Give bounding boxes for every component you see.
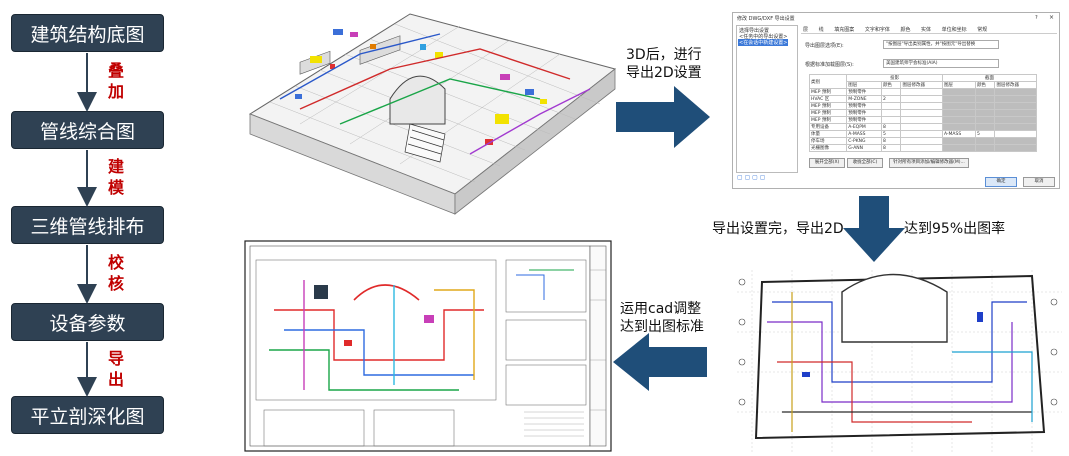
export-settings-dialog: 修改 DWG/DXF 导出设置 ? × 选择导出设置 <任务中的导出设置> <在…: [732, 12, 1060, 189]
collapse-all-button[interactable]: 收拢全部(C): [847, 158, 883, 168]
connector-label-check: 校核: [107, 253, 124, 293]
arrow-left: [613, 333, 707, 391]
table-row[interactable]: MEP 预制预制零件: [808, 102, 1037, 110]
2d-export-drawing: [732, 262, 1066, 456]
workflow-connectors: [77, 53, 97, 397]
step-building-base: 建筑结构底图: [11, 14, 164, 52]
connector-label-overlay: 叠加: [107, 61, 124, 101]
tab-line[interactable]: 线: [818, 27, 824, 33]
caption-cad-adjust: 运用cad调整 达到出图标准: [620, 301, 704, 335]
3d-model-image: [240, 4, 618, 216]
field-standard-select[interactable]: 美国建筑师学会标准(AIA): [883, 59, 999, 68]
field-layer-options-select[interactable]: "按图层"导出类别属性，并"按图元"导出替换: [883, 40, 999, 49]
col-cut-layer: 图层: [941, 81, 976, 89]
step-detail-drawings: 平立剖深化图: [11, 396, 164, 434]
field-standard-label: 根据标准加载图层(S):: [805, 62, 854, 68]
table-row[interactable]: MEP 预制预制零件: [808, 116, 1037, 124]
caption-after-3d: 3D后，进行 导出2D设置: [626, 47, 702, 81]
step-3d-pipeline-layout: 三维管线排布: [11, 206, 164, 244]
tab-units[interactable]: 单位和坐标: [941, 27, 967, 33]
group-cut: 截面: [941, 74, 1038, 82]
expand-all-button[interactable]: 展开全部(X): [809, 158, 845, 168]
tab-layer[interactable]: 层: [803, 27, 809, 33]
col-proj-modifier: 图层修改器: [900, 81, 943, 89]
layer-table: 类别 投影 截面 图层 颜色 图层修改器 图层 颜色 图层修改器 MEP 预制预…: [808, 74, 1038, 152]
caption-output-rate: 达到95%出图率: [904, 221, 1006, 237]
col-category: 类别: [808, 74, 848, 89]
group-projection: 投影: [846, 74, 943, 82]
arrow-right: [616, 86, 710, 148]
dialog-tabs: 层 线 填充图案 文字和字体 颜色 实体 单位和坐标 常规: [803, 26, 996, 33]
sidebar-item-task[interactable]: <任务中的导出设置>: [739, 34, 788, 40]
col-cut-modifier: 图层修改器: [994, 81, 1037, 89]
tab-solid[interactable]: 实体: [921, 27, 932, 33]
dialog-close-button[interactable]: ×: [1049, 14, 1055, 21]
ok-button[interactable]: 确定: [985, 177, 1017, 187]
arrow-down: [843, 196, 905, 262]
sidebar-header: 选择导出设置: [739, 28, 770, 34]
dialog-sidebar: 选择导出设置 <任务中的导出设置> <在会话中新建设置>: [736, 25, 798, 173]
dialog-help-button[interactable]: ?: [1035, 15, 1038, 21]
col-cut-color: 颜色: [974, 81, 996, 89]
dialog-title: 修改 DWG/DXF 导出设置: [737, 16, 795, 22]
sidebar-item-session[interactable]: <在会话中新建设置>: [738, 39, 789, 46]
caption-export-done: 导出设置完，导出2D: [712, 221, 844, 237]
sidebar-tool-icons[interactable]: ▢ ▢ ▢ ▢: [737, 174, 766, 181]
tab-color[interactable]: 颜色: [900, 27, 911, 33]
connector-label-model: 建模: [107, 157, 124, 197]
tab-hatch[interactable]: 填充图案: [834, 27, 855, 33]
table-row[interactable]: MEP 预制预制零件: [808, 109, 1037, 117]
col-proj-color: 颜色: [880, 81, 902, 89]
tab-text-font[interactable]: 文字和字体: [864, 27, 890, 33]
field-layer-options-label: 导出图层选项(E):: [805, 43, 844, 49]
step-pipeline-combined: 管线综合图: [11, 111, 164, 149]
col-proj-layer: 图层: [846, 81, 882, 89]
step-equipment-params: 设备参数: [11, 303, 164, 341]
tab-general[interactable]: 常规: [977, 27, 988, 33]
edit-modifiers-button[interactable]: 针对所有项目添加/编辑修改器(M)...: [889, 158, 969, 168]
connector-label-export: 导出: [107, 349, 124, 389]
cancel-button[interactable]: 取消: [1023, 177, 1055, 187]
final-cad-sheet: [244, 240, 612, 452]
table-row[interactable]: MEP 预制预制零件: [808, 88, 1037, 96]
